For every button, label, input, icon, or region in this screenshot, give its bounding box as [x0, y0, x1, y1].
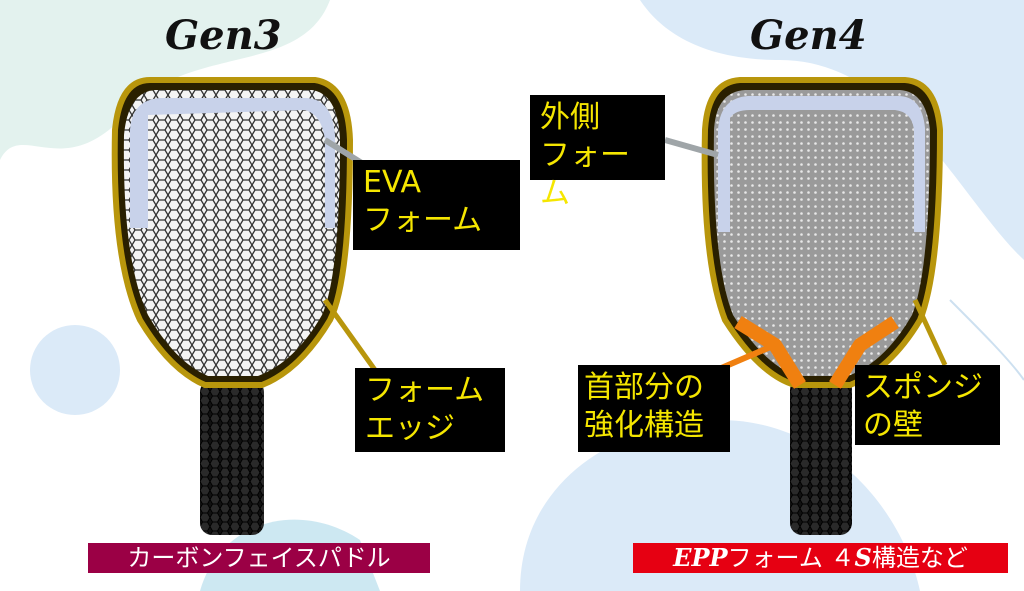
label-line: EVA: [363, 165, 422, 200]
label-line: 首部分の: [584, 370, 704, 405]
label-line: エッジ: [365, 411, 455, 446]
gen3-handle: [200, 380, 264, 535]
label-line: フォーム: [363, 203, 483, 238]
caption-bold: EPP: [673, 543, 728, 572]
gen3-title: Gen3: [165, 12, 282, 59]
caption-epp-4s: EPPフォーム ４S構造など: [633, 543, 1008, 573]
label-neck-reinforcement: 首部分の 強化構造: [578, 365, 730, 452]
label-eva-foam: EVA フォーム: [353, 160, 520, 250]
edge-pointer: [322, 298, 378, 372]
outer-foam-pointer: [664, 137, 719, 158]
label-line: フォーム: [365, 373, 485, 408]
label-line: 外側: [540, 100, 600, 135]
gen4-title: Gen4: [750, 12, 867, 59]
label-line: スポンジ: [863, 370, 983, 405]
caption-carbon-face-paddle: カーボンフェイスパドル: [88, 543, 430, 573]
label-line: フォーム: [540, 138, 630, 211]
caption-bold: S: [854, 543, 872, 572]
label-sponge-wall: スポンジ の壁: [855, 365, 1000, 445]
label-line: の壁: [863, 408, 923, 443]
gen4-paddle: [664, 77, 948, 535]
label-outer-foam: 外側 フォーム: [530, 95, 665, 211]
gen4-handle: [790, 378, 852, 535]
gen3-paddle: [111, 77, 378, 535]
label-foam-edge: フォーム エッジ: [355, 368, 505, 452]
caption-text: フォーム ４: [727, 544, 855, 572]
caption-text: 構造など: [871, 544, 968, 572]
wall-pointer: [912, 298, 948, 367]
label-line: 強化構造: [584, 408, 704, 443]
